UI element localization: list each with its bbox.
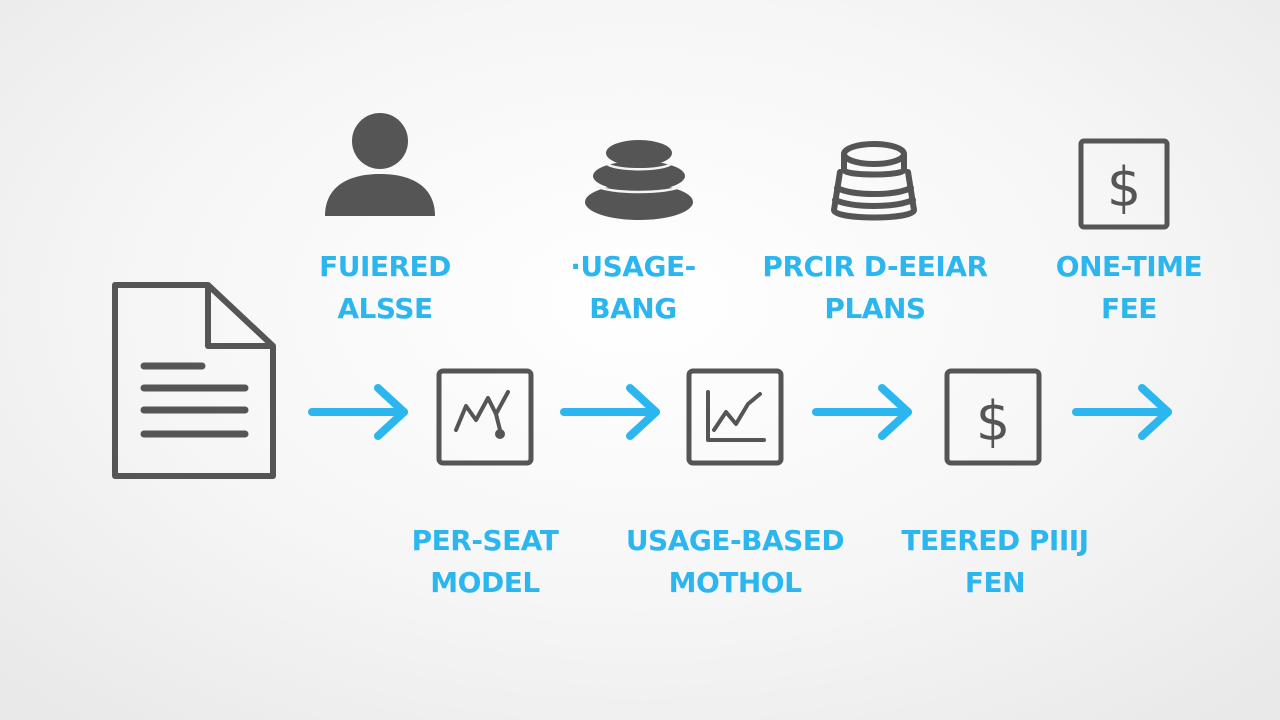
stacked-coins-icon [583,138,695,222]
chart-growth-icon [686,368,784,466]
label-prepaid-plans: PRCIR D-EEIAR PLANS [762,250,988,325]
dollar-box-icon: $ [944,368,1042,466]
arrow-right-icon [560,384,664,440]
arrow-right-icon [1072,384,1176,440]
label-usage-based-model: USAGE-BASED MOTHOL [625,524,845,599]
svg-text:$: $ [1107,156,1141,219]
dollar-box-icon: $ [1078,138,1170,230]
svg-text:$: $ [976,390,1010,453]
document-icon [110,280,280,484]
arrow-right-icon [812,384,916,440]
arrow-right-icon [308,384,412,440]
label-one-time-fee: ONE-TIME FEE [1055,250,1203,325]
coin-stack-icon [824,140,924,226]
label-per-seat-model: PER-SEAT MODEL [411,524,559,599]
chart-line-icon [436,368,534,466]
label-tiered-pricing: TEERED PIIIJ FEN [901,524,1089,599]
label-usage-based-top: ·USAGE- BANG [570,250,696,325]
label-tiered-license: FUIERED ALSSE [319,250,451,325]
user-icon [323,110,437,220]
